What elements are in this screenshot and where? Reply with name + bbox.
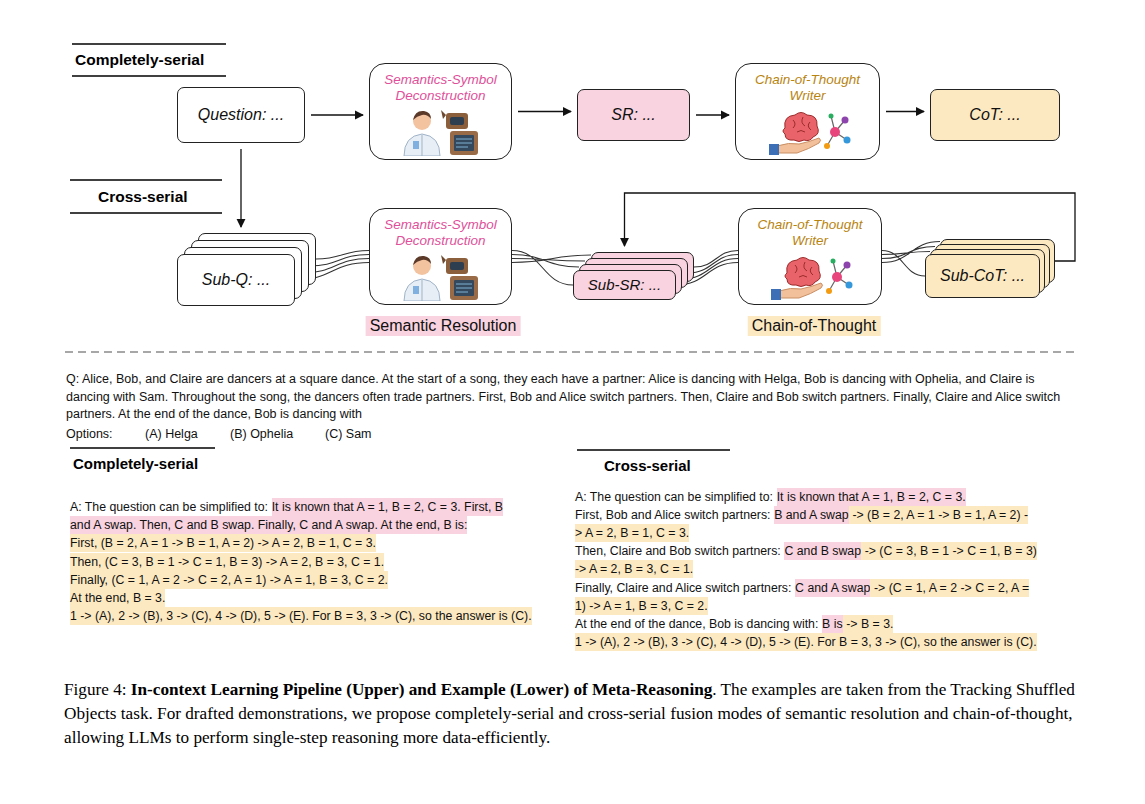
answer-text: At the end of the dance, Bob is dancing … [575, 615, 818, 633]
reasoning-highlight: First, (B = 2, A = 1 -> B = 1, A = 2) ->… [70, 534, 376, 552]
illustration-icon [765, 253, 855, 301]
result-box: SR: ... [577, 89, 690, 141]
node-text: SR: ... [611, 105, 655, 124]
node-text: CoT: ... [969, 105, 1020, 124]
answer-line: 1 -> (A), 2 -> (B), 3 -> (C), 4 -> (D), … [575, 633, 1037, 651]
heading-rule [70, 212, 222, 213]
node-text: Question: ... [198, 105, 284, 124]
reasoning-highlight: Finally, (C = 1, A = 2 -> C = 2, A = 1) … [70, 571, 388, 589]
node-text: Sub-SR: ... [588, 276, 661, 294]
result-box: CoT: ... [930, 89, 1060, 141]
illustration-icon [396, 108, 486, 156]
caption-title: In-context Learning Pipeline (Upper) and… [127, 680, 713, 699]
question-box: Question: ... [177, 87, 305, 143]
semantic-highlight: and A swap. Then, C and B swap. Finally,… [70, 516, 467, 534]
answer-line: Finally, (C = 1, A = 2 -> C = 2, A = 1) … [70, 571, 388, 589]
heading-rule [577, 449, 730, 450]
connector [518, 111, 571, 112]
node-text: Semantics-Symbol Deconstruction [377, 72, 504, 104]
section-heading: Completely-serial [75, 51, 204, 69]
connector [696, 114, 729, 115]
answer-line: First, Bob and Alice switch partners:B a… [575, 506, 1028, 524]
heading-rule [70, 179, 222, 180]
answer-line: > A = 2, B = 1, C = 3. [575, 524, 689, 542]
reasoning-highlight: 1) -> A = 1, B = 3, C = 2. [575, 597, 708, 615]
answer-line: First, (B = 2, A = 1 -> B = 1, A = 2) ->… [70, 534, 376, 552]
separator-line [65, 351, 1078, 352]
reasoning-highlight: > A = 2, B = 1, C = 3. [575, 524, 689, 542]
illustration-icon [763, 108, 853, 156]
option-text: (B) Ophelia [230, 426, 293, 444]
answer-text: A: The question can be simplified to: [70, 498, 268, 516]
answer-line: A: The question can be simplified to:It … [575, 488, 966, 506]
node-text: Chain-of-Thought Writer [743, 72, 872, 104]
connector [311, 114, 363, 115]
options-label: Options: [66, 426, 113, 444]
module-box: Semantics-Symbol Deconstruction [369, 208, 512, 305]
semantic-highlight: B is [822, 615, 843, 633]
module-box: Chain-of-Thought Writer [738, 208, 882, 305]
section-heading: Completely-serial [73, 455, 198, 472]
answer-line: 1) -> A = 1, B = 3, C = 2. [575, 597, 708, 615]
node-text: Semantics-Symbol Deconstruction [377, 217, 504, 249]
connector [886, 111, 924, 112]
heading-rule [72, 43, 226, 44]
section-heading: Cross-serial [98, 188, 188, 206]
reasoning-highlight: 1 -> (A), 2 -> (B), 3 -> (C), 4 -> (D), … [575, 633, 1037, 651]
answer-text: Then, Claire and Bob switch partners: [575, 542, 781, 560]
reasoning-highlight: -> (C = 3, B = 1 -> C = 1, B = 3) [861, 542, 1037, 560]
stacked-box: Sub-Q: ... [177, 254, 295, 306]
answer-line: At the end, B = 3. [70, 589, 165, 607]
stacked-box: Sub-CoT: ... [925, 254, 1040, 298]
answer-text: First, Bob and Alice switch partners: [575, 506, 770, 524]
figure-caption: Figure 4: In-context Learning Pipeline (… [64, 678, 1080, 750]
answer-line: Then, Claire and Bob switch partners:C a… [575, 542, 1037, 560]
reasoning-highlight: 1 -> (A), 2 -> (B), 3 -> (C), 4 -> (D), … [70, 607, 532, 625]
answer-line: 1 -> (A), 2 -> (B), 3 -> (C), 4 -> (D), … [70, 607, 532, 625]
answer-line: Then, (C = 3, B = 1 -> C = 1, B = 3) -> … [70, 553, 384, 571]
reasoning-highlight: -> (C = 1, A = 2 -> C = 2, A = [870, 579, 1029, 597]
option-text: (A) Helga [145, 426, 198, 444]
module-box: Semantics-Symbol Deconstruction [369, 63, 512, 160]
reasoning-highlight: Then, (C = 3, B = 1 -> C = 1, B = 3) -> … [70, 553, 384, 571]
reasoning-highlight: At the end, B = 3. [70, 589, 165, 607]
answer-line: Finally, Claire and Alice switch partner… [575, 579, 1029, 597]
option-text: (C) Sam [325, 426, 372, 444]
semantic-highlight: B and A swap [774, 506, 849, 524]
question-text: Q: Alice, Bob, and Claire are dancers at… [66, 371, 1071, 424]
answer-line: and A swap. Then, C and B swap. Finally,… [70, 516, 467, 534]
node-text: Sub-Q: ... [202, 270, 270, 289]
semantic-highlight: It is known that A = 1, B = 2, C = 3. [777, 488, 966, 506]
stacked-box: Sub-SR: ... [573, 270, 676, 300]
module-box: Chain-of-Thought Writer [735, 63, 880, 160]
answer-text: A: The question can be simplified to: [575, 488, 773, 506]
answer-text: Finally, Claire and Alice switch partner… [575, 579, 791, 597]
semantic-highlight: It is known that A = 1, B = 2, C = 3. Fi… [272, 498, 503, 516]
node-text: Chain-of-Thought Writer [746, 217, 874, 249]
connector [240, 149, 241, 227]
semantic-highlight: C and B swap [784, 542, 861, 560]
reasoning-highlight: -> (B = 2, A = 1 -> B = 1, A = 2) - [849, 506, 1028, 524]
node-text: Sub-CoT: ... [940, 266, 1025, 285]
stage-label: Semantic Resolution [366, 316, 521, 336]
stage-label: Chain-of-Thought [748, 316, 881, 336]
reasoning-highlight: -> B = 3. [843, 615, 894, 633]
illustration-icon [396, 253, 486, 301]
answer-line: -> A = 2, B = 3, C = 1. [575, 560, 693, 578]
answer-line: A: The question can be simplified to:It … [70, 498, 503, 516]
answer-line: At the end of the dance, Bob is dancing … [575, 615, 893, 633]
heading-rule [72, 75, 226, 76]
semantic-highlight: C and A swap [795, 579, 870, 597]
heading-rule [70, 447, 215, 448]
reasoning-highlight: -> A = 2, B = 3, C = 1. [575, 560, 693, 578]
section-heading: Cross-serial [604, 457, 691, 474]
